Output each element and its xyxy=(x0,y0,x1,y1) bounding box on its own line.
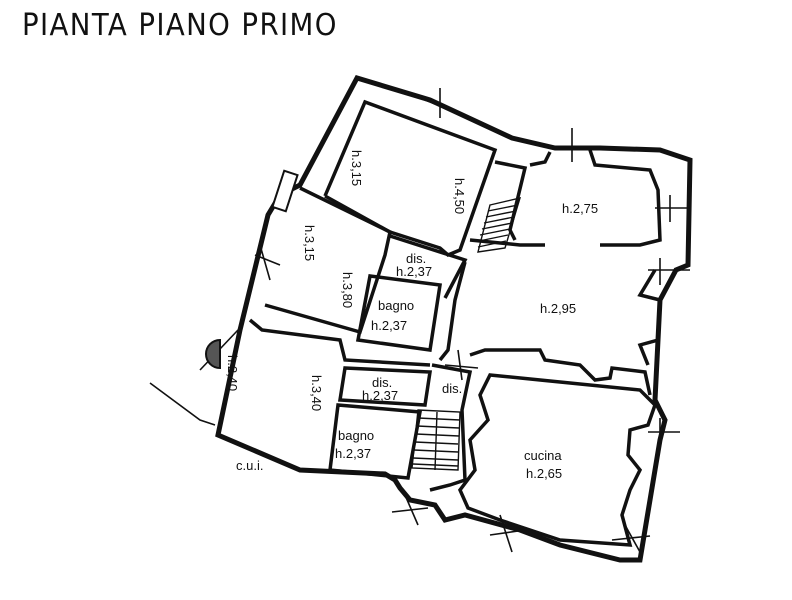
stair-south-rail xyxy=(434,411,438,471)
wall-central-column xyxy=(438,261,467,362)
room-labels: h.3,15 h.4,50 h.3,15 h.3,80 dis. h.2,37 … xyxy=(225,150,598,481)
window-marks xyxy=(254,88,690,553)
outer-walls xyxy=(149,75,693,563)
niche-semicircle xyxy=(205,338,221,370)
label-room-left-mid: h.3,15 xyxy=(302,225,317,261)
label-dis-stair: dis. xyxy=(442,381,462,396)
label-bagno-lower: bagno xyxy=(338,428,374,443)
wall-left-mid xyxy=(264,186,393,335)
label-room-south-west: h.2,40 xyxy=(225,355,240,391)
label-dis-lower: dis. xyxy=(372,375,392,390)
label-dis-upper-height: h.2,37 xyxy=(396,264,432,279)
outer-wall-north-west xyxy=(215,75,693,563)
label-bagno-upper: bagno xyxy=(378,298,414,313)
stairs-north xyxy=(477,197,522,253)
wall-stair-lower xyxy=(429,363,473,492)
wall-southwest-room xyxy=(248,318,431,367)
label-cucina-height: h.2,65 xyxy=(526,466,562,481)
exterior-line-southwest xyxy=(149,382,216,426)
wall-upper-dis xyxy=(389,234,468,299)
wall-central-south xyxy=(469,348,652,396)
wall-northeast-south xyxy=(469,238,545,247)
wall-cucina xyxy=(457,373,658,547)
label-room-left-mid-inner: h.3,80 xyxy=(340,272,355,308)
interior-walls xyxy=(248,99,662,547)
label-room-top-left: h.3,15 xyxy=(349,150,364,186)
wall-northeast-room xyxy=(529,149,662,247)
stair-south-outline xyxy=(411,409,461,471)
label-bagno-upper-height: h.2,37 xyxy=(371,318,407,333)
fixtures xyxy=(205,169,299,370)
label-room-central-east: h.2,95 xyxy=(540,301,576,316)
stair-north-treads xyxy=(477,204,519,248)
stair-north-outline xyxy=(477,197,522,253)
label-bagno-lower-height: h.2,37 xyxy=(335,446,371,461)
label-room-north-east: h.2,75 xyxy=(562,201,598,216)
wall-lower-bagno xyxy=(328,403,423,480)
stairs-south xyxy=(411,409,461,471)
wall-top-room xyxy=(323,99,498,258)
wall-lower-dis xyxy=(337,366,433,407)
wall-central-east xyxy=(637,269,662,366)
label-room-top-right-wall: h.4,50 xyxy=(452,178,467,214)
label-dis-upper: dis. xyxy=(406,251,426,266)
vent-box xyxy=(271,169,299,213)
wall-upper-bagno xyxy=(355,274,443,352)
plan-title: PIANTA PIANO PRIMO xyxy=(22,8,338,43)
label-cui: c.u.i. xyxy=(236,458,263,473)
label-room-south-west-inner: h.3,40 xyxy=(309,375,324,411)
label-dis-lower-height: h.2,37 xyxy=(362,388,398,403)
label-cucina: cucina xyxy=(524,448,562,463)
